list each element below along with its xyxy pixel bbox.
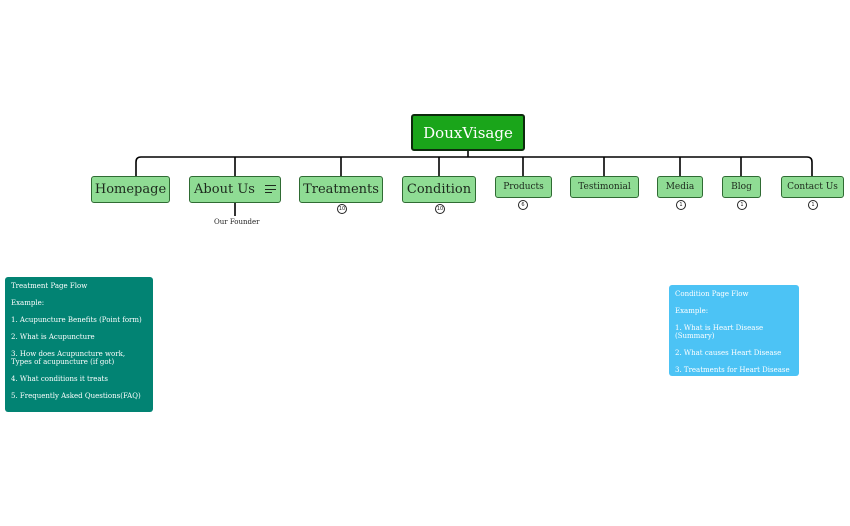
note-line: 1. Acupuncture Benefits (Point form) xyxy=(11,316,142,324)
note-line: 3. How does Acupuncture work, Types of a… xyxy=(11,350,126,366)
treatment-page-flow-note[interactable]: Treatment Page Flow Example: 1. Acupunct… xyxy=(5,277,153,412)
node-about-us[interactable]: About Us xyxy=(189,176,281,203)
note-line: Example: xyxy=(675,307,709,315)
note-line: 2. What causes Heart Disease xyxy=(675,349,782,357)
node-condition[interactable]: Condition xyxy=(402,176,476,203)
node-homepage[interactable]: Homepage xyxy=(91,176,170,203)
treatments-count-badge[interactable]: 10 xyxy=(337,204,347,214)
node-testimonial-label: Testimonial xyxy=(578,182,631,192)
media-count-badge[interactable]: 1 xyxy=(676,200,686,210)
condition-count-badge[interactable]: 10 xyxy=(435,204,445,214)
node-about-us-label: About Us xyxy=(194,182,255,197)
our-founder-label: Our Founder xyxy=(214,218,260,226)
note-line: 4. What conditions it treats xyxy=(11,375,108,383)
node-testimonial[interactable]: Testimonial xyxy=(570,176,639,198)
note-line: 3. Treatments for Heart Disease xyxy=(675,366,790,374)
node-media[interactable]: Media xyxy=(657,176,703,198)
node-contact-us-label: Contact Us xyxy=(787,182,838,192)
blog-count-badge[interactable]: 1 xyxy=(737,200,747,210)
node-blog[interactable]: Blog xyxy=(722,176,761,198)
note-line: 5. Frequently Asked Questions(FAQ) xyxy=(11,392,141,400)
root-node[interactable]: DouxVisage xyxy=(411,114,525,151)
node-homepage-label: Homepage xyxy=(94,182,167,197)
node-blog-label: Blog xyxy=(731,182,752,192)
note-line: Example: xyxy=(11,299,45,307)
contact-count-badge[interactable]: 1 xyxy=(808,200,818,210)
condition-page-flow-note[interactable]: Condition Page Flow Example: 1. What is … xyxy=(669,285,799,376)
note-line: 1. What is Heart Disease (Summary) xyxy=(675,324,764,340)
node-treatments[interactable]: Treatments xyxy=(299,176,383,203)
note-line: 2. What is Acupuncture xyxy=(11,333,95,341)
node-contact-us[interactable]: Contact Us xyxy=(781,176,844,198)
node-condition-label: Condition xyxy=(406,182,472,197)
note-line: Treatment Page Flow xyxy=(11,282,88,290)
node-products[interactable]: Products xyxy=(495,176,552,198)
note-line: Condition Page Flow xyxy=(675,290,749,298)
node-media-label: Media xyxy=(665,182,695,192)
node-treatments-label: Treatments xyxy=(303,182,379,197)
node-products-label: Products xyxy=(503,182,544,192)
products-count-badge[interactable]: 6 xyxy=(518,200,528,210)
menu-lines-icon[interactable] xyxy=(264,185,276,194)
